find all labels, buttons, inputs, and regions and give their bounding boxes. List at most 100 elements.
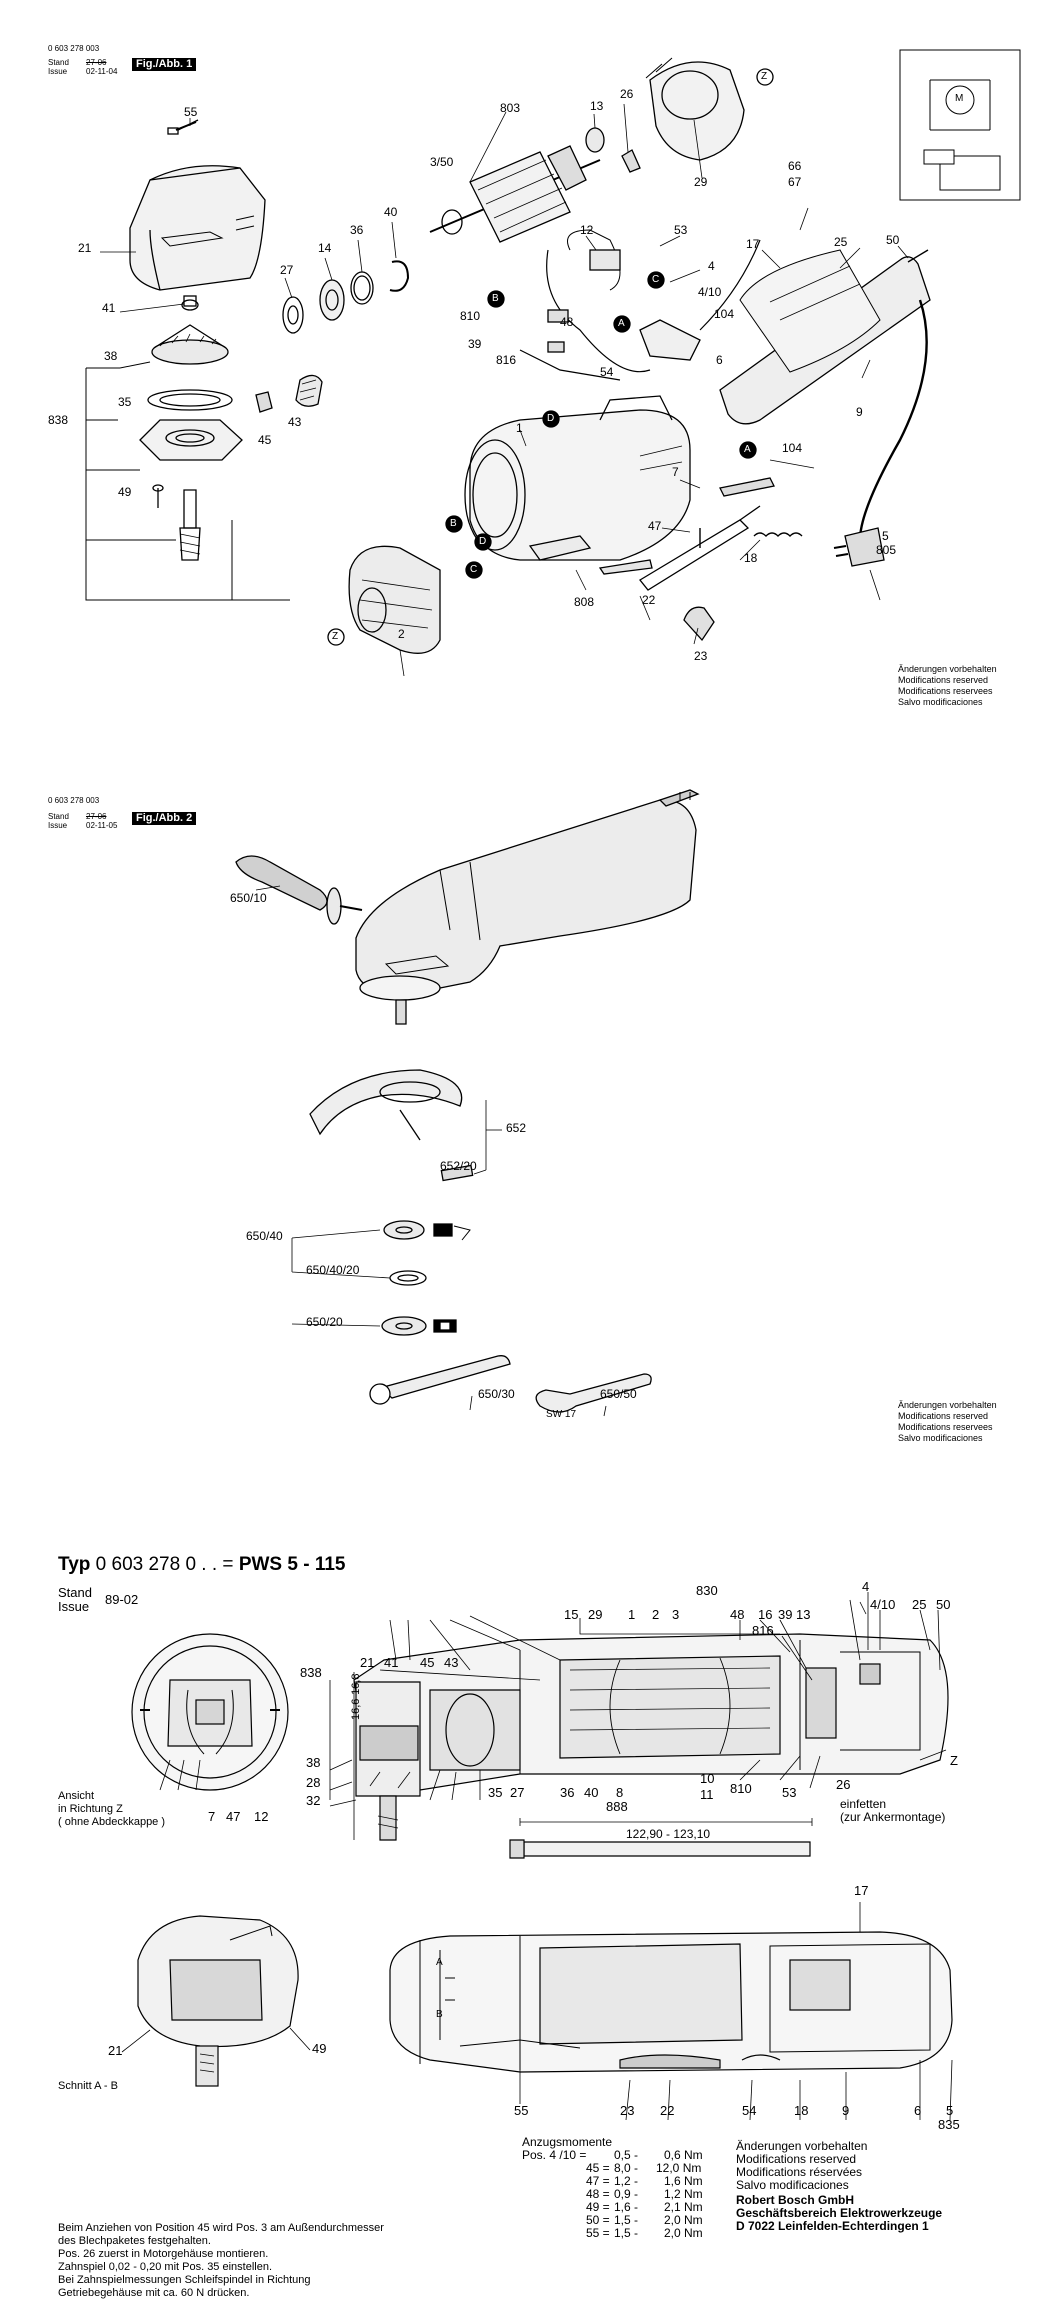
marker-b: B <box>492 293 499 304</box>
grease-note: einfetten <box>840 1797 887 1811</box>
part-label: 49 <box>312 2041 327 2056</box>
marker-c: C <box>652 274 660 285</box>
marker-b: B <box>450 518 457 529</box>
stand-struck: 27-06 <box>86 58 107 67</box>
part-label: 13 <box>796 1607 811 1622</box>
side-handle-part <box>235 855 363 925</box>
torque-pos: 45 = <box>586 2161 610 2175</box>
part-label: 47 <box>648 519 662 533</box>
part-label: 26 <box>620 87 634 101</box>
part-label: 41 <box>102 301 116 315</box>
change-note: Modifications reservees <box>898 686 993 696</box>
issue-date: 89-02 <box>105 1592 139 1607</box>
torque-value: 2,0 Nm <box>664 2226 703 2240</box>
part-label: 650/50 <box>600 1387 637 1401</box>
view-caption: in Richtung Z <box>58 1803 123 1815</box>
dimension-label: 16,6-16,8 <box>350 1673 362 1720</box>
type-label: Typ <box>58 1554 91 1575</box>
switch-and-wiring <box>519 229 761 381</box>
part-label: 48 <box>560 315 574 329</box>
section-marker: A <box>436 1957 443 1968</box>
motor-symbol: M <box>955 93 964 104</box>
angle-grinder-part <box>355 789 700 1025</box>
part-label: 810 <box>730 1781 752 1796</box>
connection-markers <box>327 68 774 646</box>
torque-value: 2,0 Nm <box>664 2213 703 2227</box>
part-label: 39 <box>778 1607 793 1622</box>
issue-date: 02-11-04 <box>86 67 118 76</box>
assembly-note: des Blechpaketes festgehalten. <box>58 2235 211 2247</box>
type-number: 0 603 278 0 . . = <box>95 1554 234 1575</box>
part-label: 21 <box>360 1655 375 1670</box>
change-note: Salvo modificaciones <box>898 1433 983 1443</box>
exploded-parts-drawing <box>85 49 1021 677</box>
part-label: 43 <box>288 415 302 429</box>
spanner-parts <box>369 1355 652 1413</box>
torque-pos: 49 = <box>586 2200 610 2214</box>
assembly-note: Pos. 26 zuerst in Motorgehäuse montieren… <box>58 2248 269 2260</box>
part-label: 53 <box>674 223 688 237</box>
part-label: 29 <box>588 1607 603 1622</box>
change-note: Modifications reservees <box>898 1422 993 1432</box>
part-label: 816 <box>752 1623 774 1638</box>
part-label: 2 <box>652 1607 660 1622</box>
part-label: 4/10 <box>698 285 722 299</box>
accessories-sheet-2: 0 603 278 003 Stand Issue 27-06 02-11-05… <box>0 770 1050 1470</box>
part-label: 32 <box>306 1793 321 1808</box>
part-label: 8 <box>616 1785 624 1800</box>
part-label: 35 <box>488 1785 503 1800</box>
stator-part <box>348 545 441 654</box>
part-label: 104 <box>714 307 735 321</box>
part-label: 2 <box>398 627 405 641</box>
company-name: Robert Bosch GmbH <box>736 2193 855 2207</box>
part-label: 21 <box>78 241 92 255</box>
marker-z: Z <box>332 631 339 642</box>
assembly-note: Bei Zahnspielmessungen Schleifspindel in… <box>58 2274 311 2286</box>
marker-a: A <box>744 444 751 455</box>
issue-date: 02-11-05 <box>86 821 118 830</box>
part-label: 7 <box>672 465 679 479</box>
change-note: Modifications reserved <box>898 1411 989 1421</box>
wheel-guard-part <box>309 1069 474 1182</box>
armature-part <box>429 127 641 243</box>
leader-lines <box>255 885 607 1417</box>
gear-housing-part <box>129 121 266 291</box>
part-label: 38 <box>104 349 118 363</box>
assembly-note: Beim Anziehen von Position 45 wird Pos. … <box>58 2222 384 2234</box>
part-label: 50 <box>886 233 900 247</box>
part-label: 66 <box>788 159 802 173</box>
torque-pos: 50 = <box>586 2213 610 2227</box>
part-label: 55 <box>184 105 198 119</box>
part-label: 5 <box>946 2103 954 2118</box>
housing-end-part <box>645 57 745 161</box>
part-label: 10 <box>700 1771 715 1786</box>
part-label: 38 <box>306 1755 321 1770</box>
leader-lines <box>100 103 909 677</box>
part-label: 25 <box>912 1597 927 1612</box>
part-label: 104 <box>782 441 803 455</box>
torque-value: 12,0 Nm <box>656 2161 702 2175</box>
part-label: 55 <box>514 2103 529 2118</box>
part-label: 16 <box>758 1607 773 1622</box>
bearing-parts <box>282 260 410 334</box>
part-label: 6 <box>716 353 723 367</box>
handle-cover-part <box>719 249 931 425</box>
model-name: PWS 5 - 115 <box>238 1554 346 1575</box>
part-label: 830 <box>696 1583 718 1598</box>
torque-pos: Pos. 4 /10 = <box>522 2148 587 2162</box>
wiring-diagram-symbol <box>899 49 1021 201</box>
part-label: 36 <box>560 1785 575 1800</box>
part-label: 40 <box>384 205 398 219</box>
torque-value: 0,6 Nm <box>664 2148 703 2162</box>
accessories-drawing <box>235 789 700 1417</box>
part-label: 816 <box>496 353 517 367</box>
issue-label: Issue <box>48 67 68 76</box>
torque-pos: 55 = <box>586 2226 610 2240</box>
part-label: 12 <box>580 223 594 237</box>
part-label: 53 <box>782 1785 797 1800</box>
stand-label: Stand <box>48 58 69 67</box>
part-label: 7 <box>208 1809 216 1824</box>
part-label: 35 <box>118 395 132 409</box>
part-label: 67 <box>788 175 802 189</box>
part-number: 0 603 278 003 <box>48 796 100 805</box>
